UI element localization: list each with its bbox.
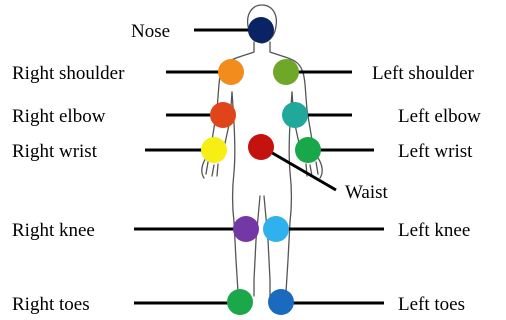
keypoints (201, 17, 321, 315)
left-wrist-label: Left wrist (398, 141, 473, 162)
left-shoulder-label: Left shoulder (372, 63, 475, 84)
right-wrist-keypoint (201, 137, 227, 163)
right-wrist-label: Right wrist (12, 141, 98, 162)
right-toes-label: Right toes (12, 294, 90, 315)
right-shoulder-label: Right shoulder (12, 63, 125, 84)
nose-label: Nose (131, 21, 170, 42)
left-elbow-keypoint (282, 102, 308, 128)
labels: Nose Right shoulder Left shoulder Right … (12, 21, 481, 315)
right-elbow-keypoint (210, 102, 236, 128)
connector-lines (134, 30, 384, 303)
left-elbow-label: Left elbow (398, 106, 481, 127)
right-elbow-label: Right elbow (12, 106, 106, 127)
right-toes-keypoint (227, 289, 253, 315)
nose-keypoint (248, 17, 274, 43)
right-knee-label: Right knee (12, 220, 95, 241)
left-toes-label: Left toes (398, 294, 465, 315)
waist-keypoint (248, 134, 274, 160)
right-knee-keypoint (233, 216, 259, 242)
left-toes-keypoint (268, 289, 294, 315)
waist-label: Waist (345, 182, 389, 203)
left-knee-keypoint (263, 216, 289, 242)
left-shoulder-keypoint (273, 59, 299, 85)
left-wrist-keypoint (295, 137, 321, 163)
right-shoulder-keypoint (218, 59, 244, 85)
left-knee-label: Left knee (398, 220, 470, 241)
